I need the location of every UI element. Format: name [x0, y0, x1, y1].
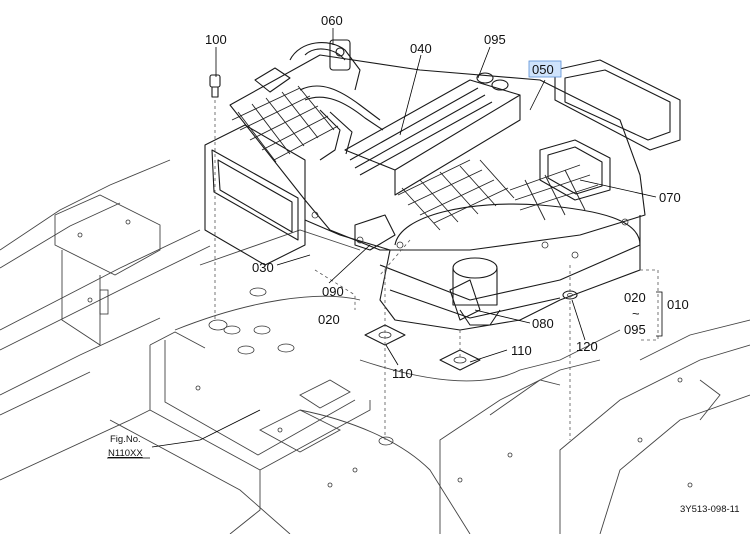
label-020-right: 020	[624, 290, 646, 305]
label-090: 090	[322, 284, 344, 299]
label-095-right: 095	[624, 322, 646, 337]
fig-ref-line1: Fig.No.	[110, 434, 141, 445]
label-060: 060	[321, 13, 343, 28]
fig-ref-line2[interactable]: N110XX	[108, 448, 143, 459]
label-020-left: 020	[318, 312, 340, 327]
leader-lines	[151, 28, 657, 448]
label-110-left: 110	[392, 366, 413, 381]
label-120: 120	[576, 339, 598, 354]
label-110-right: 110	[511, 343, 532, 358]
label-095-top: 095	[484, 32, 506, 47]
figure-reference: Fig.No. N110XX	[107, 434, 150, 459]
label-040: 040	[410, 41, 432, 56]
hvac-unit	[204, 39, 681, 331]
label-080: 080	[532, 316, 554, 331]
label-050-highlight	[528, 60, 562, 78]
label-050[interactable]: 050	[532, 62, 554, 77]
label-030: 030	[252, 260, 274, 275]
fastener-100	[209, 74, 221, 98]
chassis-frame	[0, 159, 750, 534]
label-tilde: ~	[632, 306, 640, 321]
part-labels: 100 060 040 095 050 070 030 090 020 080 …	[205, 13, 689, 381]
fastener-110-right	[439, 349, 481, 371]
assembly-lines	[214, 100, 659, 440]
label-010: 010	[667, 297, 689, 312]
drawing-code: 3Y513-098-11	[680, 504, 740, 515]
top-cover-grid	[231, 85, 599, 231]
assembly-bracket	[656, 291, 663, 337]
label-070: 070	[659, 190, 681, 205]
label-100: 100	[205, 32, 227, 47]
